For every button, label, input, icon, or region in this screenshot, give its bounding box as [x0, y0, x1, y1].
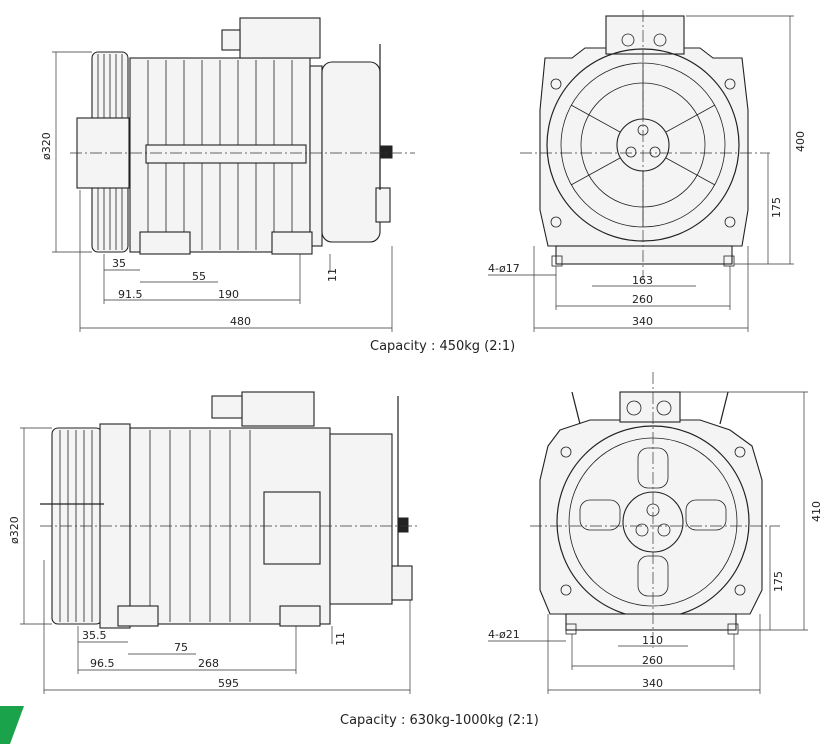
dim-91-5: 91.5 — [118, 288, 143, 301]
dim-96-5: 96.5 — [90, 657, 115, 670]
dim-55: 55 — [192, 270, 206, 283]
dim-35: 35 — [112, 257, 126, 270]
dim-110: 110 — [642, 634, 663, 647]
side-view-630-1000kg — [40, 391, 420, 629]
dim-190: 190 — [218, 288, 239, 301]
dim-35-5: 35.5 — [82, 629, 107, 642]
dim-268: 268 — [198, 657, 219, 670]
dim-175-b: 175 — [772, 571, 785, 592]
front-view-630-1000kg — [530, 372, 780, 648]
dim-diameter-b: ø320 — [8, 516, 21, 544]
dimensions-side-630-1000kg: ø320 35.5 75 11 96.5 268 595 — [8, 427, 411, 694]
dim-11-b: 11 — [334, 632, 347, 646]
caption-450kg: Capacity : 450kg (2:1) — [370, 339, 515, 354]
caption-630-1000kg: Capacity : 630kg-1000kg (2:1) — [340, 713, 539, 728]
holes-label-b: 4-ø21 — [488, 628, 520, 641]
dimensions-front-630-1000kg: 410 175 4-ø21 110 260 340 — [488, 391, 823, 694]
dim-340: 340 — [632, 315, 653, 328]
dim-163: 163 — [632, 274, 653, 287]
side-view-450kg — [70, 17, 415, 255]
dim-260: 260 — [632, 293, 653, 306]
dimensions-side-450kg: ø320 35 55 11 91.5 190 480 — [40, 51, 393, 332]
dim-410: 410 — [810, 501, 823, 522]
dim-480: 480 — [230, 315, 251, 328]
dim-400: 400 — [794, 131, 807, 152]
dim-260-b: 260 — [642, 654, 663, 667]
dim-175: 175 — [770, 197, 783, 218]
front-view-450kg — [520, 10, 770, 280]
dim-340-b: 340 — [642, 677, 663, 690]
dimensions-front-450kg: 400 175 4-ø17 163 260 340 — [488, 15, 807, 332]
dim-diameter: ø320 — [40, 132, 53, 160]
dim-595: 595 — [218, 677, 239, 690]
corner-accent — [0, 706, 24, 744]
holes-label: 4-ø17 — [488, 262, 520, 275]
dim-75: 75 — [174, 641, 188, 654]
dim-11: 11 — [326, 268, 339, 282]
